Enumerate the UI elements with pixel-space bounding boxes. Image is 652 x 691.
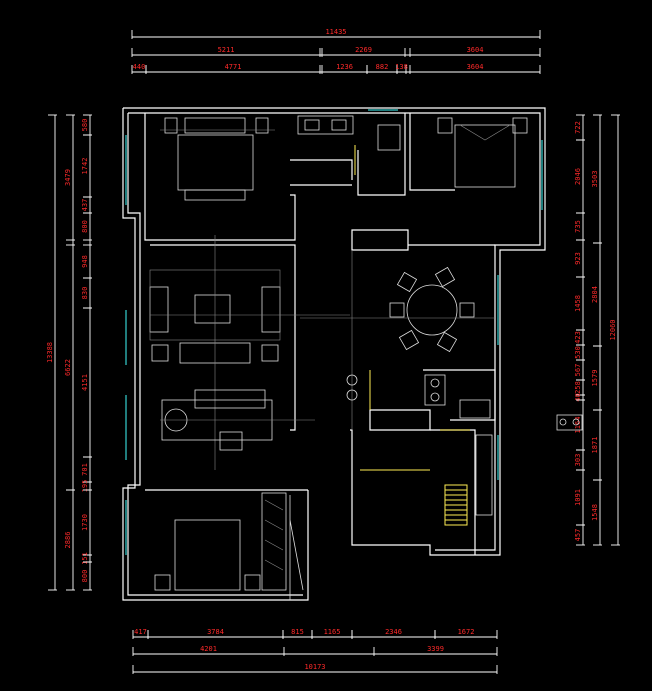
- dimension-label: 258: [574, 381, 582, 394]
- dimension-label: 138: [395, 63, 408, 71]
- dimension-label: 40: [574, 393, 582, 401]
- dimension-label: 830: [81, 287, 89, 300]
- windows: [125, 109, 543, 555]
- dimension-label: 4151: [81, 374, 89, 391]
- dimension-label: 2046: [574, 168, 582, 185]
- dimension-label: 457: [574, 529, 582, 542]
- dimension-label: 12060: [609, 319, 617, 340]
- dimension-label: 1164: [574, 417, 582, 434]
- dimension-label: 1579: [591, 370, 599, 387]
- living-room-furniture: [149, 235, 350, 470]
- dimension-label: 3604: [467, 46, 484, 54]
- dimension-label: 2269: [355, 46, 372, 54]
- dimension-label: 1672: [458, 628, 475, 636]
- dimension-label: 437: [81, 199, 89, 212]
- dining-table: [300, 250, 495, 430]
- stairs: [360, 469, 468, 526]
- dimension-label: 800: [81, 220, 89, 233]
- dimension-label: 2886: [64, 532, 72, 549]
- dimension-label: 1742: [81, 158, 89, 175]
- dimension-label: 1236: [336, 63, 353, 71]
- dimension-label: 815: [291, 628, 304, 636]
- dimension-label: 3784: [207, 628, 224, 636]
- dimension-label: 4201: [200, 645, 217, 653]
- dimension-label: 1165: [324, 628, 341, 636]
- dimension-label: 580: [81, 119, 89, 132]
- dimension-label: 2804: [591, 286, 599, 303]
- dimension-label: 11435: [325, 28, 346, 36]
- dining-area-furniture: [160, 389, 315, 451]
- dimension-label: 735: [574, 220, 582, 233]
- dimension-label: 3604: [467, 63, 484, 71]
- dimension-label: 3399: [427, 645, 444, 653]
- dimension-label: 2346: [385, 628, 402, 636]
- dimension-label: 1548: [591, 504, 599, 521]
- electrical-outlet-icon: [556, 414, 583, 431]
- dimension-label: 3503: [591, 171, 599, 188]
- dimension-label: 151: [81, 552, 89, 565]
- walls: [122, 107, 546, 601]
- bathroom-fixtures: [297, 115, 401, 175]
- third-bedroom-furniture: [154, 492, 304, 600]
- dimension-label: 800: [81, 570, 89, 583]
- dimension-label: 13388: [46, 342, 54, 363]
- dimension-label: 1871: [591, 437, 599, 454]
- dimension-label: 1730: [81, 514, 89, 531]
- master-bedroom-furniture: [160, 117, 275, 201]
- dimension-label: 4771: [225, 63, 242, 71]
- dimension-label: 701: [81, 463, 89, 476]
- kitchen: [346, 370, 493, 516]
- dimension-label: 6622: [64, 359, 72, 376]
- dimension-label: 882: [376, 63, 389, 71]
- second-bedroom-furniture: [437, 117, 528, 188]
- dimension-label: 1458: [574, 295, 582, 312]
- dimension-label: 195: [81, 480, 89, 493]
- dimension-label: 530: [574, 346, 582, 359]
- dimension-label: 948: [81, 255, 89, 268]
- dimension-label: 722: [574, 121, 582, 134]
- dimension-lines: 11435 5211 2269 3604 440 4771 1236 882 138 3604 41…: [46, 28, 620, 674]
- dimension-label: 423: [574, 331, 582, 344]
- dimension-label: 923: [574, 252, 582, 265]
- dimension-label: 440: [133, 63, 146, 71]
- dimension-label: 3479: [64, 169, 72, 186]
- dimension-label: 5211: [218, 46, 235, 54]
- dimension-label: 10173: [304, 663, 325, 671]
- dimension-label: 417: [134, 628, 147, 636]
- dimension-label: 1091: [574, 489, 582, 506]
- dimension-label: 303: [574, 454, 582, 467]
- dimension-label: 567: [574, 364, 582, 377]
